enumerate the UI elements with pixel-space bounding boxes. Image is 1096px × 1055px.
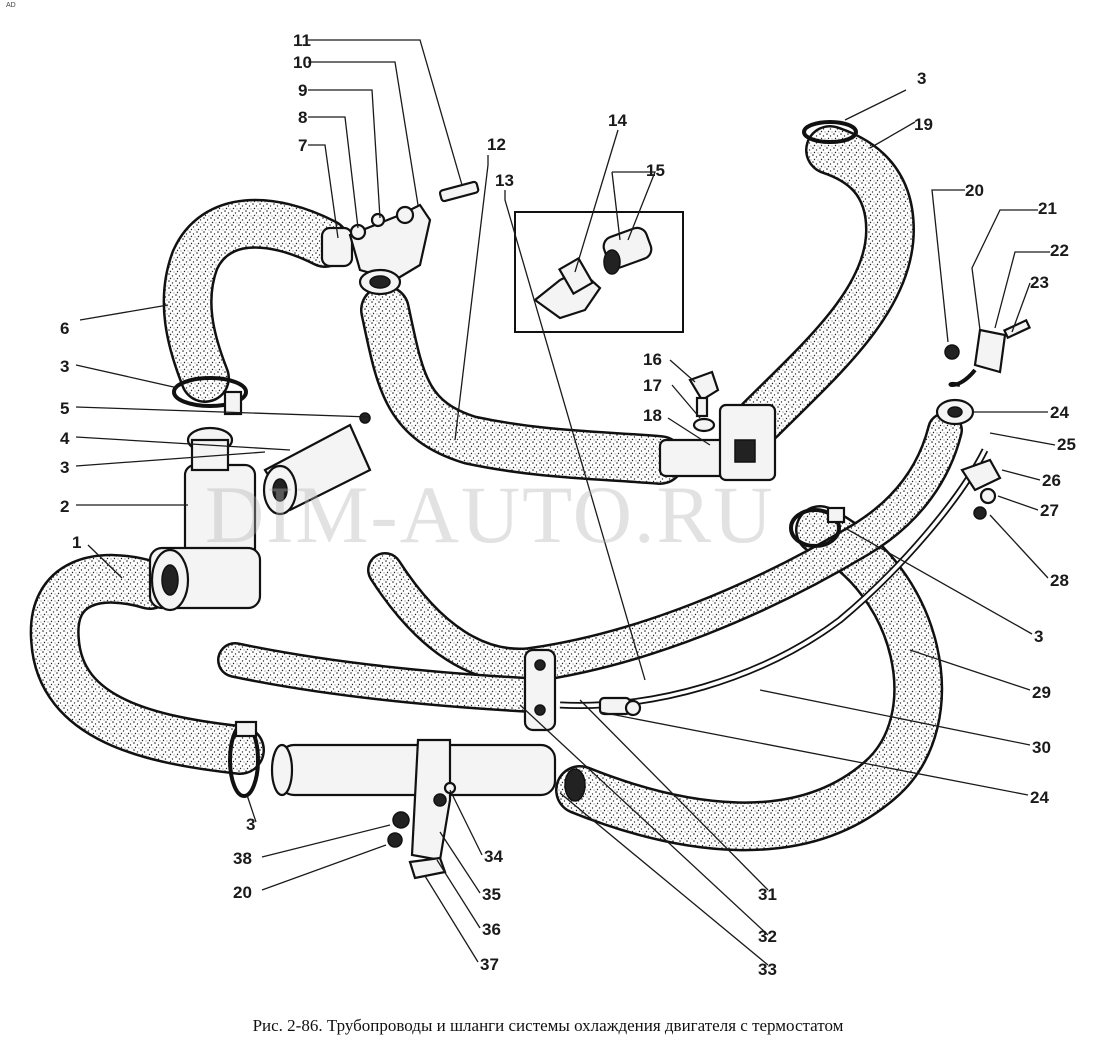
callout-34: 34: [484, 847, 503, 866]
callout-30: 30: [1032, 738, 1051, 757]
callout-22: 22: [1050, 241, 1069, 260]
callout-26: 26: [1042, 471, 1061, 490]
callout-11: 11: [293, 31, 311, 50]
fitting-14: [533, 256, 602, 320]
callout-24-upper: 24: [1050, 403, 1069, 422]
callout-36: 36: [482, 920, 501, 939]
callout-25: 25: [1057, 435, 1076, 454]
callout-labels: 11 10 9 8 7 12 13 14 15 16 17 18 3 19 20…: [60, 31, 1076, 979]
callout-10: 10: [293, 53, 312, 72]
callout-19: 19: [914, 115, 933, 134]
clip-31: [523, 648, 557, 732]
bracket-35: [387, 738, 457, 880]
callout-33: 33: [758, 960, 777, 979]
callout-13: 13: [495, 171, 514, 190]
callout-38: 38: [233, 849, 252, 868]
cooling-system-diagram: 11 10 9 8 7 12 13 14 15 16 17 18 3 19 20…: [29, 31, 1076, 979]
callout-31: 31: [758, 885, 777, 904]
hose-1: [29, 553, 265, 775]
hose-19: [735, 125, 915, 445]
callout-28: 28: [1050, 571, 1069, 590]
callout-21: 21: [1038, 199, 1057, 218]
watermark: DIM-AUTO.RU: [205, 469, 775, 560]
callout-23: 23: [1030, 273, 1049, 292]
callout-20-bottom: 20: [233, 883, 252, 902]
callout-37: 37: [480, 955, 499, 974]
clamp-3-right: [789, 506, 846, 548]
clamp-3-upper-left: [172, 376, 248, 416]
callout-3-left-a: 3: [60, 357, 69, 376]
fitting-26: [960, 458, 1002, 520]
callout-35: 35: [482, 885, 501, 904]
leader-lines: [75, 39, 1056, 966]
callout-5: 5: [60, 399, 69, 418]
tee-18: [658, 370, 777, 482]
hose-29: [555, 505, 944, 852]
callout-3-top: 3: [917, 69, 926, 88]
callout-17: 17: [643, 376, 662, 395]
callout-32: 32: [758, 927, 777, 946]
callout-15: 15: [646, 161, 665, 180]
figure-caption: Рис. 2-86. Трубопроводы и шланги системы…: [252, 1016, 844, 1035]
callout-12: 12: [487, 135, 506, 154]
thermostat-housing: [320, 203, 432, 296]
clamp-3-top-right: [802, 120, 858, 144]
hose-13: [367, 412, 963, 684]
fitting-15: [602, 226, 653, 275]
fitting-24-upper: [935, 398, 975, 426]
callout-29: 29: [1032, 683, 1051, 702]
callout-1: 1: [72, 533, 81, 552]
inset-box: [514, 211, 684, 333]
tube-30: [559, 448, 989, 710]
stud-11: [438, 180, 480, 203]
callout-4: 4: [60, 429, 70, 448]
fitting-24-lower: [598, 696, 642, 717]
callout-14: 14: [608, 111, 627, 130]
callout-20-top: 20: [965, 181, 984, 200]
callout-3-bottom: 3: [246, 815, 255, 834]
pipe-4: [262, 412, 372, 516]
hose-30: [217, 642, 548, 713]
tee-2: [148, 426, 262, 612]
callout-2: 2: [60, 497, 69, 516]
callout-16: 16: [643, 350, 662, 369]
callout-27: 27: [1040, 501, 1059, 520]
hose-12: [360, 285, 685, 485]
callout-6: 6: [60, 319, 69, 338]
callout-7: 7: [298, 136, 307, 155]
clamp-3-lower-left: [228, 720, 260, 798]
callout-3-right: 3: [1034, 627, 1043, 646]
callout-3-left-b: 3: [60, 458, 69, 477]
callout-18: 18: [643, 406, 662, 425]
corner-mark: AD: [6, 2, 16, 9]
bracket-21: [944, 318, 1032, 387]
callout-8: 8: [298, 108, 307, 127]
callout-9: 9: [298, 81, 307, 100]
callout-24-lower: 24: [1030, 788, 1049, 807]
hose-6: [162, 198, 350, 403]
